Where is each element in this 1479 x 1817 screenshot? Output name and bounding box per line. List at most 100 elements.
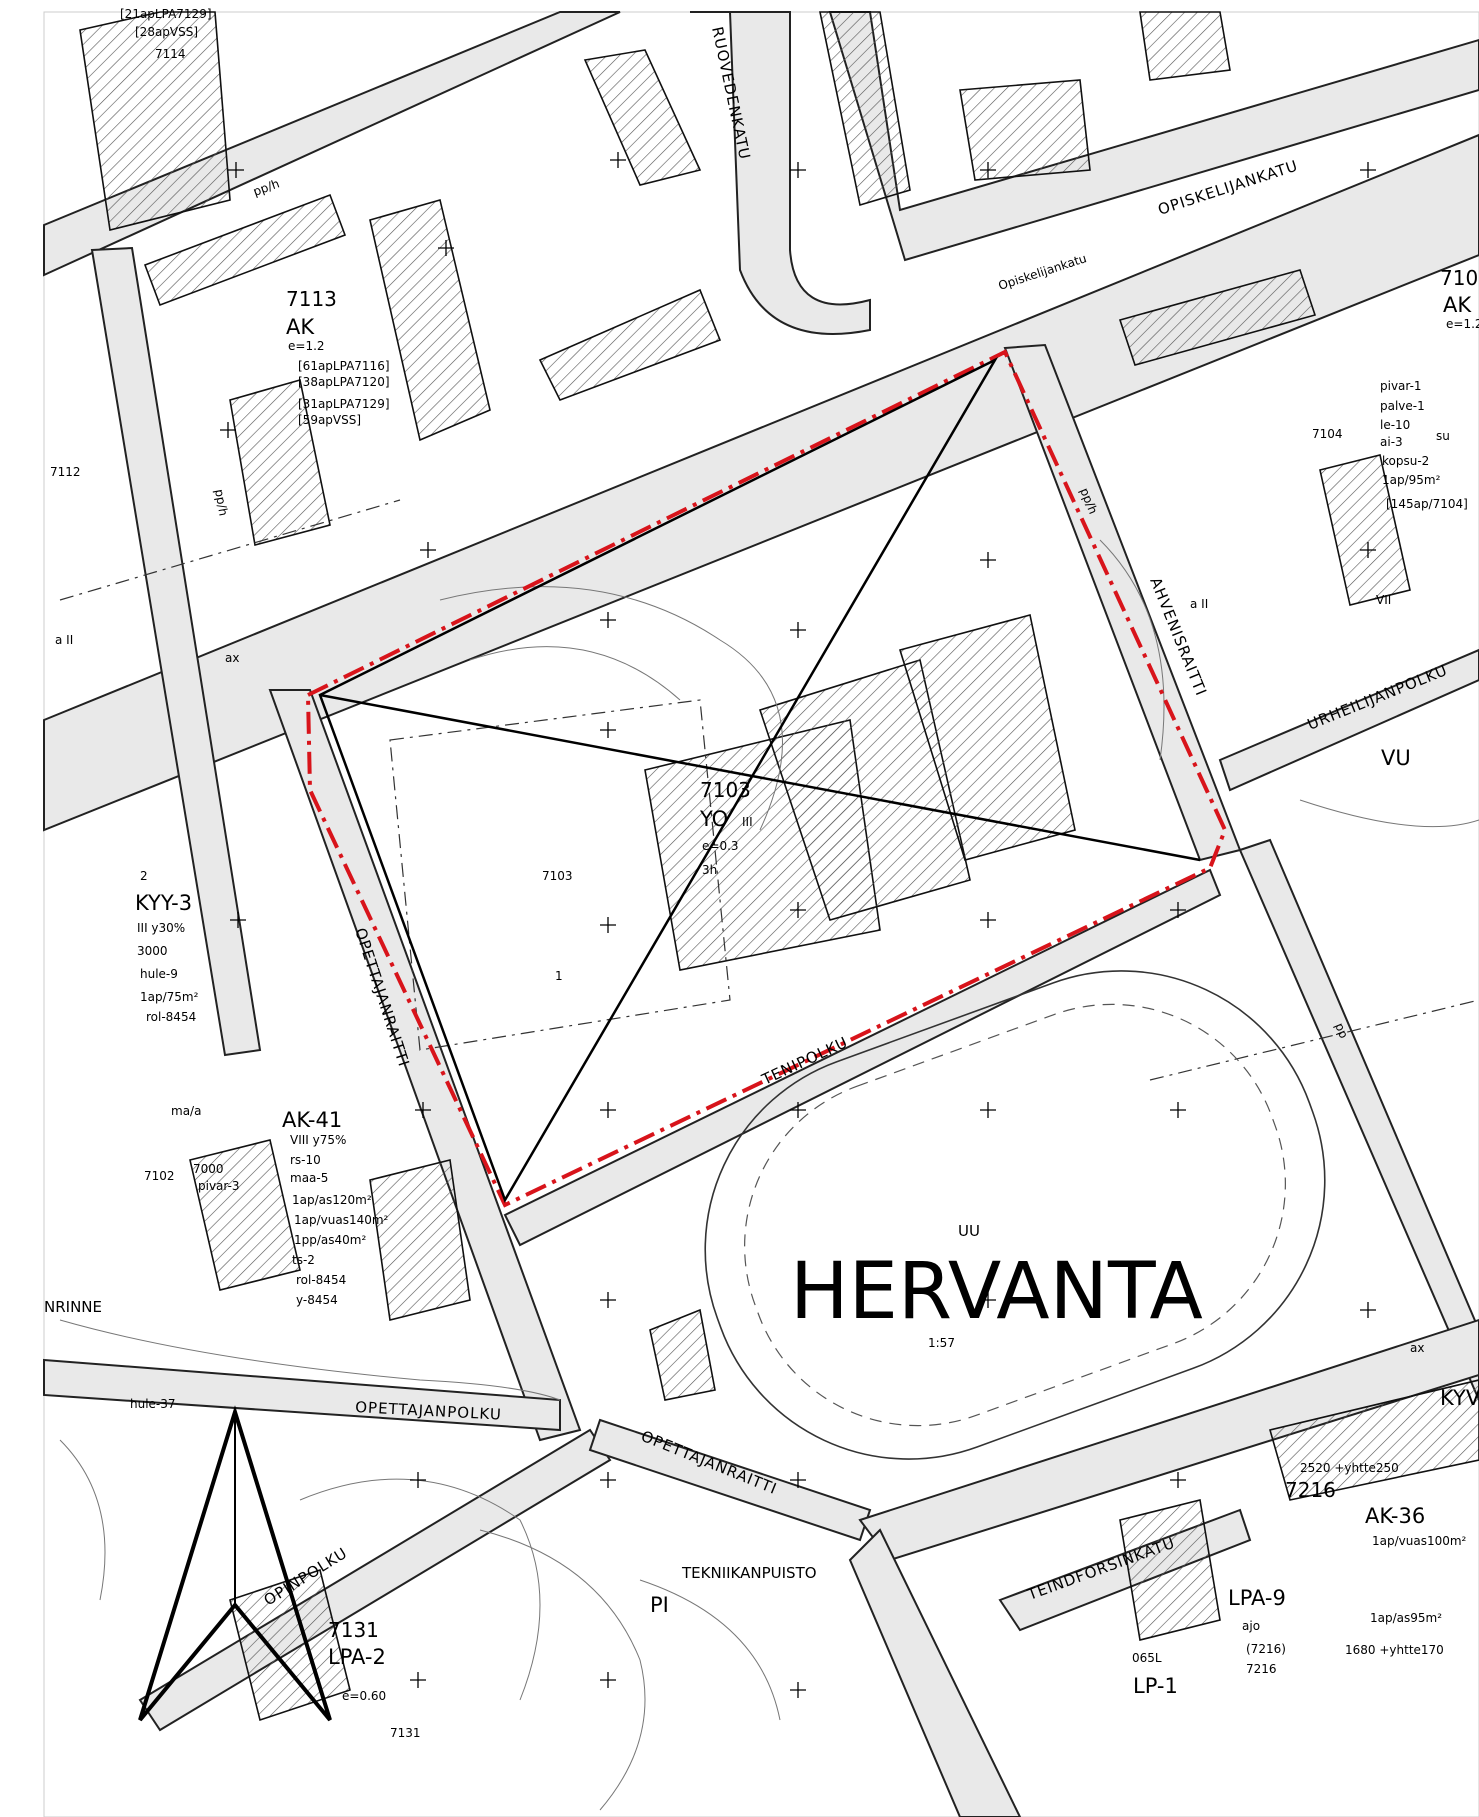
block-7104-line-2: palve-1 xyxy=(1380,399,1425,413)
building-16 xyxy=(369,1159,471,1321)
block-7104-line-3: le-10 xyxy=(1380,418,1410,432)
block-ak41-line-4: 1ap/as120m² xyxy=(292,1193,372,1207)
block-7104-partial-eff: e=1.2 xyxy=(1446,317,1479,331)
building-15 xyxy=(189,1139,301,1291)
block-7104-line-5: kopsu-2 xyxy=(1382,454,1429,468)
block-ak41-line-9: y-8454 xyxy=(296,1293,338,1307)
building-17 xyxy=(1269,1379,1479,1501)
block-7103-extra: 3h xyxy=(702,863,717,877)
block-7103-number: 7103 xyxy=(700,778,751,802)
block-7104-zone: AK xyxy=(1443,293,1472,317)
block-ak41-line-5: 1ap/vuas140m² xyxy=(294,1213,389,1227)
block-7216-line-1: 2520 +yhtte250 xyxy=(1300,1461,1399,1475)
building-8 xyxy=(959,79,1091,181)
block-7131-zone: LPA-2 xyxy=(328,1645,386,1669)
block-lpa9-line-1: ajo xyxy=(1242,1619,1260,1633)
street-pp: pp xyxy=(1332,1021,1351,1040)
block-7103-floors: III xyxy=(742,815,753,829)
building-2 xyxy=(143,193,347,307)
block-7104-line-1: pivar-1 xyxy=(1380,379,1422,393)
block-lp1-line-1: 065L xyxy=(1132,1651,1162,1665)
block-7103-eff: e=0.3 xyxy=(702,839,739,853)
area-pi: PI xyxy=(650,1593,669,1617)
road-opiskelijankatu xyxy=(43,133,1479,832)
view-triangle xyxy=(318,357,999,1203)
plan-boundary xyxy=(305,349,1228,1208)
block-7131-number: 7131 xyxy=(328,1618,379,1642)
running-track xyxy=(704,970,1326,1460)
block-7113-number: 7113 xyxy=(286,287,337,311)
building-5 xyxy=(538,288,722,402)
block-7216-partial: KYV xyxy=(1440,1386,1479,1410)
track-inner xyxy=(744,1003,1286,1427)
road-teindforsinkatu xyxy=(848,1528,1022,1817)
block-7104-aii: a II xyxy=(1190,597,1208,611)
area-nrinne: NRINNE xyxy=(44,1298,102,1316)
block-7216-zone: AK-36 xyxy=(1365,1504,1425,1528)
block-7104-line-4: ai-3 xyxy=(1380,435,1403,449)
block-kyy3-line-4: 1ap/75m² xyxy=(140,990,199,1004)
block-7104-su: su xyxy=(1436,429,1450,443)
block-7216-line-2: 1ap/vuas100m² xyxy=(1372,1534,1467,1548)
road-urheilijanpolku xyxy=(1218,648,1479,792)
road-opettajanraitti-lower xyxy=(588,1418,872,1542)
block-kyy3-line-5: rol-8454 xyxy=(146,1010,196,1024)
block-7113-note-4: [59apVSS] xyxy=(298,413,361,427)
block-kyy3-line-1: III y30% xyxy=(137,921,185,935)
block-7113-zone: AK xyxy=(286,315,315,339)
area-ax: ax xyxy=(225,651,239,665)
road-left-pp xyxy=(90,246,262,1057)
building-3 xyxy=(229,378,331,546)
block-7216-number: 7216 xyxy=(1285,1478,1336,1502)
block-7113-eff: e=1.2 xyxy=(288,339,325,353)
area-vu: VU xyxy=(1381,746,1411,770)
area-ma-a: ma/a xyxy=(171,1104,201,1118)
road-tenipolku xyxy=(503,868,1222,1247)
block-7216-line-4: 1680 +yhtte170 xyxy=(1345,1643,1444,1657)
block-7104-line-6: 1ap/95m² xyxy=(1382,473,1441,487)
block-lp1-zone: LP-1 xyxy=(1133,1674,1178,1698)
block-lpa9-zone: LPA-9 xyxy=(1228,1586,1286,1610)
road-ruovedenkatu xyxy=(690,11,871,335)
building-14 xyxy=(898,614,1076,861)
block-7104-line-7: [145ap/7104] xyxy=(1386,497,1468,511)
area-a-ii: a II xyxy=(55,633,73,647)
block-7103-zone: YO xyxy=(699,807,728,831)
block-kyy3-line-3: hule-9 xyxy=(140,967,178,981)
block-7114-number: 7114 xyxy=(155,47,186,61)
area-tekniikanpuisto: TEKNIIKANPUISTO xyxy=(681,1564,817,1582)
buildings xyxy=(79,11,1479,1722)
block-7103-sub: 1 xyxy=(555,969,563,983)
block-ak41-side: 7102 xyxy=(144,1169,175,1183)
building-9 xyxy=(1139,11,1231,81)
block-ak41-line-7: ts-2 xyxy=(292,1253,315,1267)
building-4 xyxy=(369,199,491,442)
block-7113-note-3: [31apLPA7129] xyxy=(298,397,390,411)
block-7131-eff: e=0.60 xyxy=(342,1689,386,1703)
block-7103-inner: 7103 xyxy=(542,869,573,883)
block-7104-number: 7104 xyxy=(1312,427,1343,441)
area-hule37: hule-37 xyxy=(130,1397,176,1411)
building-10 xyxy=(1118,269,1317,366)
track-outer xyxy=(704,970,1326,1460)
block-7104-vii: VII xyxy=(1376,593,1391,607)
block-7104-partial-number: 710 xyxy=(1440,266,1478,290)
block-kyy3-zone: KYY-3 xyxy=(135,891,192,915)
block-7112-number: 7112 xyxy=(50,465,81,479)
block-7113-note-1: [61apLPA7116] xyxy=(298,359,390,373)
block-7113-note-2: [38apLPA7120] xyxy=(298,375,390,389)
building-11 xyxy=(1319,454,1411,606)
block-ak41-line-8: rol-8454 xyxy=(296,1273,346,1287)
block-ak41-line-2: rs-10 xyxy=(290,1153,321,1167)
road-pp-right xyxy=(1238,838,1479,1401)
street-pp-h-left: pp/h xyxy=(212,488,230,517)
north-arrow-icon xyxy=(138,1405,332,1722)
block-ak41-line-1: VIII y75% xyxy=(290,1133,346,1147)
block-kyy3-sub: 2 xyxy=(140,869,148,883)
building-1 xyxy=(79,11,231,231)
building-6 xyxy=(583,49,702,186)
block-ak41-zone: AK-41 xyxy=(282,1108,342,1132)
block-ak41-number: 7000 xyxy=(193,1162,224,1176)
building-20 xyxy=(649,1308,716,1401)
